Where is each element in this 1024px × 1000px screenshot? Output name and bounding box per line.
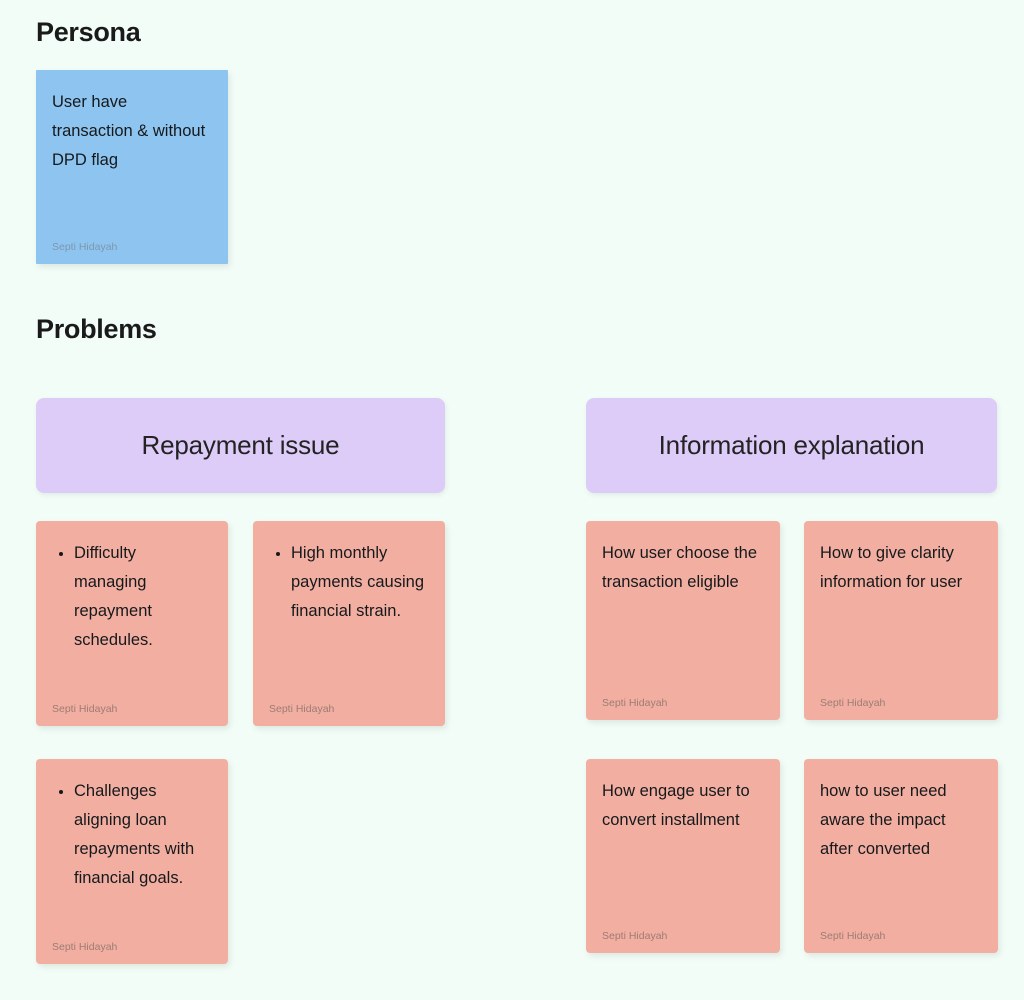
sticky-note-text-wrapper: High monthly payments causing financial … <box>269 539 429 626</box>
sticky-note-text: How engage user to convert installment <box>602 782 750 830</box>
category-header-label: Information explanation <box>658 430 925 460</box>
sticky-note-problem[interactable]: How engage user to convert installment S… <box>586 759 780 953</box>
sticky-note-author: Septi Hidayah <box>269 703 335 716</box>
sticky-note-text: How to give clarity information for user <box>820 544 963 592</box>
category-header-repayment-issue[interactable]: Repayment issue <box>36 398 445 493</box>
sticky-note-bullet-item: Difficulty managing repayment schedules. <box>74 539 212 655</box>
category-header-label: Repayment issue <box>141 430 340 460</box>
sticky-note-text-wrapper: Challenges aligning loan repayments with… <box>52 777 212 893</box>
category-header-information-explanation[interactable]: Information explanation <box>586 398 997 493</box>
sticky-note-problem[interactable]: How to give clarity information for user… <box>804 521 998 720</box>
sticky-note-text: User have transaction & without DPD flag <box>52 93 206 170</box>
sticky-note-bullet-list: Challenges aligning loan repayments with… <box>52 777 212 893</box>
sticky-note-text: How user choose the transaction eligible <box>602 544 758 592</box>
page-title-persona: Persona <box>36 17 141 47</box>
page-title-problems: Problems <box>36 314 157 344</box>
sticky-note-author: Septi Hidayah <box>52 941 118 954</box>
sticky-note-bullet-list: Difficulty managing repayment schedules. <box>52 539 212 655</box>
sticky-note-bullet-item: Challenges aligning loan repayments with… <box>74 777 212 893</box>
sticky-note-problem[interactable]: How user choose the transaction eligible… <box>586 521 780 720</box>
sticky-note-problem[interactable]: Difficulty managing repayment schedules.… <box>36 521 228 726</box>
sticky-note-author: Septi Hidayah <box>52 703 118 716</box>
sticky-note-author: Septi Hidayah <box>52 241 118 254</box>
sticky-note-problem[interactable]: Challenges aligning loan repayments with… <box>36 759 228 964</box>
sticky-note-author: Septi Hidayah <box>602 697 668 710</box>
sticky-note-author: Septi Hidayah <box>820 930 886 943</box>
sticky-note-text: how to user need aware the impact after … <box>820 782 947 859</box>
sticky-note-text-wrapper: Difficulty managing repayment schedules. <box>52 539 212 655</box>
sticky-note-author: Septi Hidayah <box>602 930 668 943</box>
sticky-note-bullet-list: High monthly payments causing financial … <box>269 539 429 626</box>
sticky-note-problem[interactable]: how to user need aware the impact after … <box>804 759 998 953</box>
sticky-note-author: Septi Hidayah <box>820 697 886 710</box>
sticky-note-bullet-item: High monthly payments causing financial … <box>291 539 429 626</box>
sticky-note-persona[interactable]: User have transaction & without DPD flag… <box>36 70 228 264</box>
sticky-note-problem[interactable]: High monthly payments causing financial … <box>253 521 445 726</box>
